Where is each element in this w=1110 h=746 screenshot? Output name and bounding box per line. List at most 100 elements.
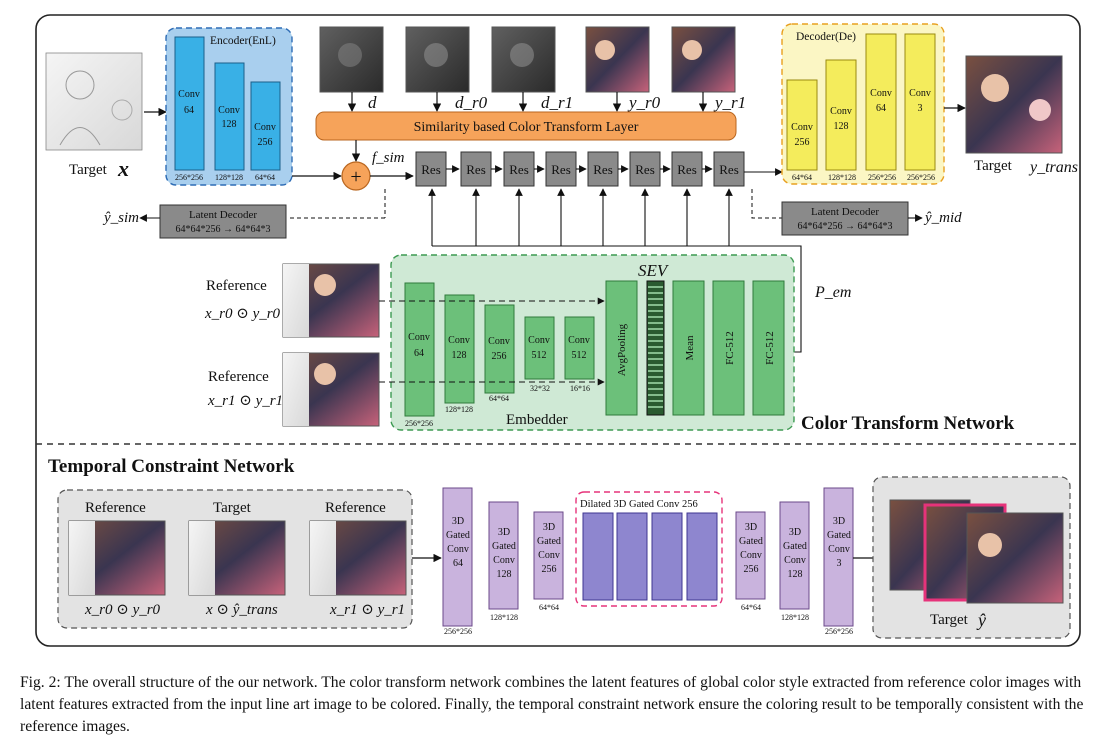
y-sim-output: ŷ_sim	[102, 210, 139, 226]
svg-text:Latent Decoder: Latent Decoder	[189, 209, 257, 221]
temporal-input-1-label: Reference	[85, 500, 146, 516]
label-d-r0: d_r0	[455, 93, 488, 112]
svg-text:256: 256	[744, 564, 759, 575]
decoder-block: Decoder(De) Conv 256 Conv 128 Conv 64 Co…	[781, 23, 945, 185]
encoder-block: Encoder(EnL) Conv 64 Conv 128 Conv 256 2…	[165, 27, 293, 186]
svg-text:128: 128	[222, 119, 237, 130]
svg-text:Conv: Conv	[488, 336, 510, 347]
temporal-input-3-formula: x_r1 ⊙ y_r1	[329, 602, 405, 618]
svg-text:Latent Decoder: Latent Decoder	[811, 206, 879, 218]
svg-text:Conv: Conv	[870, 88, 892, 99]
svg-text:Conv: Conv	[408, 332, 430, 343]
svg-text:Res: Res	[719, 162, 739, 177]
temporal-output-label: Target	[930, 612, 969, 628]
temporal-input-1-formula: x_r0 ⊙ y_r0	[84, 602, 161, 618]
svg-text:Mean: Mean	[684, 335, 696, 361]
svg-text:Conv: Conv	[448, 335, 470, 346]
embedder-conv-256	[484, 304, 515, 394]
encoder-conv-256	[250, 81, 281, 171]
svg-text:128: 128	[834, 121, 849, 132]
svg-text:Gated: Gated	[446, 530, 470, 541]
svg-text:Res: Res	[635, 162, 655, 177]
res-block	[460, 151, 492, 187]
svg-text:3: 3	[837, 558, 842, 569]
svg-text:256: 256	[542, 564, 557, 575]
svg-text:Conv: Conv	[784, 555, 806, 566]
outer-frame	[35, 14, 1081, 647]
svg-text:256*256: 256*256	[405, 419, 433, 428]
svg-text:Res: Res	[466, 162, 486, 177]
svg-text:FC-512: FC-512	[764, 331, 776, 365]
svg-text:3D: 3D	[498, 527, 510, 538]
label-d: d	[368, 93, 377, 112]
svg-text:Res: Res	[421, 162, 441, 177]
svg-text:32*32: 32*32	[530, 384, 550, 393]
svg-text:Conv: Conv	[493, 555, 515, 566]
svg-text:128*128: 128*128	[781, 613, 809, 622]
target-out-symbol: y_trans	[1028, 159, 1078, 176]
svg-text:Conv: Conv	[178, 89, 200, 100]
encoder-conv-64	[174, 36, 205, 171]
svg-text:128: 128	[452, 350, 467, 361]
temporal-input-2-image	[188, 520, 286, 596]
svg-text:Gated: Gated	[492, 541, 516, 552]
svg-text:128*128: 128*128	[490, 613, 518, 622]
encoder-conv-128	[214, 62, 245, 171]
top-input-y-r0	[585, 26, 650, 93]
svg-text:64: 64	[876, 103, 886, 114]
color-transform-title: Color Transform Network	[801, 413, 1015, 434]
decoder-conv-64	[865, 33, 897, 171]
latent-decoder-left	[159, 204, 287, 239]
svg-text:256*256: 256*256	[868, 173, 896, 182]
svg-text:Conv: Conv	[740, 550, 762, 561]
reference-2-image	[282, 352, 380, 427]
reference-2-formula: x_r1 ⊙ y_r1	[207, 393, 283, 409]
encoder-title: Encoder(EnL)	[210, 35, 276, 47]
svg-text:Conv: Conv	[791, 122, 813, 133]
svg-text:128: 128	[788, 569, 803, 580]
gated-conv-64	[442, 487, 473, 627]
gated-conv-256-dec	[735, 511, 766, 600]
p-em-label: P_em	[814, 284, 851, 301]
res-block	[713, 151, 745, 187]
svg-text:Conv: Conv	[528, 335, 550, 346]
decoder-conv-128	[825, 59, 857, 171]
embedder-block: Conv 64 Conv 128 Conv 256 Conv 512 Conv …	[390, 254, 795, 431]
svg-text:256: 256	[795, 137, 810, 148]
svg-text:512: 512	[532, 350, 547, 361]
svg-text:Gated: Gated	[739, 536, 763, 547]
sev-label: SEV	[638, 261, 670, 280]
label-y-r0: y_r0	[627, 93, 661, 112]
svg-text:3D: 3D	[833, 516, 845, 527]
fc-512-b	[752, 280, 785, 416]
svg-text:128*128: 128*128	[215, 173, 243, 182]
mean-layer	[672, 280, 705, 416]
top-input-d-r0	[405, 26, 470, 93]
svg-text:Conv: Conv	[538, 550, 560, 561]
dilated-title: Dilated 3D Gated Conv 256	[580, 499, 698, 510]
svg-text:256*256: 256*256	[907, 173, 935, 182]
target-label: Target	[69, 162, 108, 178]
gated-conv-128	[488, 501, 519, 610]
svg-text:64*64: 64*64	[489, 394, 509, 403]
res-block	[671, 151, 703, 187]
svg-text:128: 128	[497, 569, 512, 580]
dilated-block: Dilated 3D Gated Conv 256	[575, 491, 723, 607]
svg-text:Conv: Conv	[568, 335, 590, 346]
svg-text:Conv: Conv	[218, 105, 240, 116]
temporal-encoder: 3D Gated Conv 64 3D Gated Conv 128 3D Ga…	[442, 487, 564, 636]
target-out-label: Target	[974, 158, 1013, 174]
temporal-output-panel	[872, 476, 1071, 639]
svg-text:64*64: 64*64	[741, 603, 761, 612]
svg-text:64*64: 64*64	[255, 173, 275, 182]
temporal-decoder: 3D Gated Conv 256 3D Gated Conv 128 3D G…	[735, 487, 854, 636]
svg-text:Conv: Conv	[254, 122, 276, 133]
svg-text:64*64: 64*64	[539, 603, 559, 612]
svg-text:Gated: Gated	[537, 536, 561, 547]
avg-pooling	[605, 280, 638, 416]
temporal-title: Temporal Constraint Network	[48, 456, 295, 477]
reference-2-label: Reference	[208, 369, 269, 385]
res-block	[629, 151, 661, 187]
label-d-r1: d_r1	[541, 93, 573, 112]
svg-text:Gated: Gated	[783, 541, 807, 552]
